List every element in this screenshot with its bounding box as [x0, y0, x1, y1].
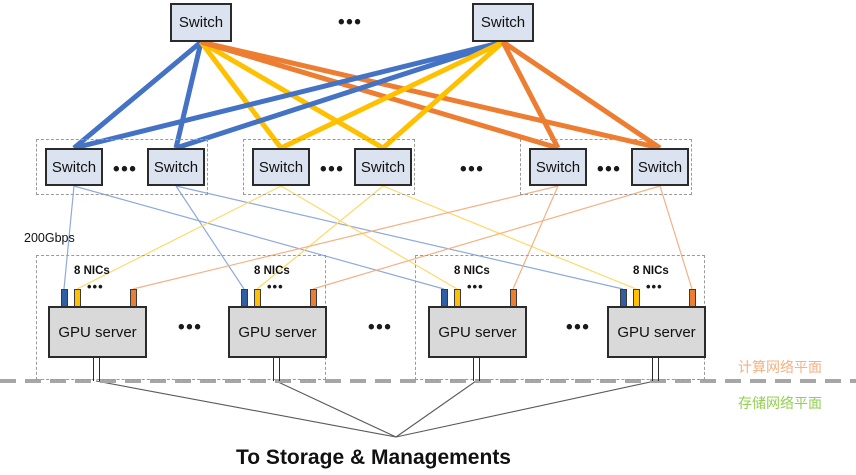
- nic-port-1-blue: [61, 289, 68, 307]
- gpu-server-2[interactable]: GPU server: [228, 306, 327, 358]
- nic-port-3-blue: [441, 289, 448, 307]
- nic-port-4-blue: [620, 289, 627, 307]
- nic-port-3-gold: [454, 289, 461, 307]
- leaf-group-3: [520, 139, 692, 195]
- nic-label-3: 8 NICs: [454, 265, 490, 277]
- spine2-links: [73, 39, 662, 151]
- leaf-group-2: [243, 139, 415, 195]
- gpu-server-3-storage-stem: [473, 358, 480, 381]
- leaf-switch-2b-label: Switch: [360, 158, 406, 176]
- nic-port-2-gold: [254, 289, 261, 307]
- leaf-switch-3b-label: Switch: [637, 158, 683, 176]
- leaf-group-3-ellipsis: •••: [597, 159, 622, 180]
- leaf-switch-3a-label: Switch: [535, 158, 581, 176]
- compute-network-plane-label: 计算网络平面: [738, 359, 822, 375]
- gpu-server-1-storage-stem: [93, 358, 100, 381]
- bottom-caption: To Storage & Managements: [236, 446, 511, 469]
- gpu-server-4[interactable]: GPU server: [607, 306, 706, 358]
- server-group-2-ellipsis: •••: [566, 317, 591, 338]
- leaf-row-ellipsis: •••: [460, 159, 485, 180]
- bandwidth-label: 200Gbps: [24, 231, 75, 245]
- nic-port-2-blue: [241, 289, 248, 307]
- nic-ellipsis-1: •••: [87, 279, 104, 294]
- spine-switch-1-label: Switch: [178, 14, 224, 31]
- gpu-server-2-storage-stem: [273, 358, 280, 381]
- nic-label-1: 8 NICs: [74, 265, 110, 277]
- gpu-server-3[interactable]: GPU server: [428, 306, 527, 358]
- nic-ellipsis-4: •••: [646, 279, 663, 294]
- nic-port-4-orange: [689, 289, 696, 307]
- leaf-switch-2b[interactable]: Switch: [354, 148, 412, 186]
- leaf-switch-1b-label: Switch: [153, 158, 199, 176]
- nic-ellipsis-3: •••: [467, 279, 484, 294]
- gpu-server-3-label: GPU server: [438, 323, 517, 341]
- leaf-switch-2a[interactable]: Switch: [252, 148, 310, 186]
- gpu-server-1-label: GPU server: [58, 323, 137, 341]
- storage-links: [95, 380, 656, 438]
- leaf-switch-2a-label: Switch: [258, 158, 304, 176]
- spine-switch-1[interactable]: Switch: [170, 3, 232, 42]
- gpu-server-1[interactable]: GPU server: [48, 306, 147, 358]
- gpu-server-2-label: GPU server: [238, 323, 317, 341]
- leaf-group-2-ellipsis: •••: [320, 159, 345, 180]
- server-group-1-ellipsis: •••: [178, 317, 203, 338]
- nic-port-3-orange: [510, 289, 517, 307]
- leaf-switch-1b[interactable]: Switch: [147, 148, 205, 186]
- spine-row-ellipsis: •••: [338, 12, 363, 33]
- gpu-server-4-storage-stem: [652, 358, 659, 381]
- leaf-group-1-ellipsis: •••: [113, 159, 138, 180]
- server-row-ellipsis: •••: [368, 317, 393, 338]
- nic-port-2-orange: [310, 289, 317, 307]
- gpu-server-4-label: GPU server: [617, 323, 696, 341]
- leaf-to-nic-links: [63, 185, 693, 290]
- spine-switch-2-label: Switch: [480, 14, 526, 31]
- nic-ellipsis-2: •••: [267, 279, 284, 294]
- leaf-group-1: [36, 139, 208, 195]
- leaf-switch-3a[interactable]: Switch: [529, 148, 587, 186]
- nic-port-4-gold: [633, 289, 640, 307]
- spine1-links: [72, 39, 661, 151]
- nic-label-2: 8 NICs: [254, 265, 290, 277]
- spine-switch-2[interactable]: Switch: [472, 3, 534, 42]
- nic-port-1-orange: [130, 289, 137, 307]
- nic-label-4: 8 NICs: [633, 265, 669, 277]
- leaf-switch-1a-label: Switch: [51, 158, 97, 176]
- nic-port-1-gold: [74, 289, 81, 307]
- leaf-switch-1a[interactable]: Switch: [45, 148, 103, 186]
- storage-network-plane-label: 存储网络平面: [738, 395, 822, 411]
- leaf-switch-3b[interactable]: Switch: [631, 148, 689, 186]
